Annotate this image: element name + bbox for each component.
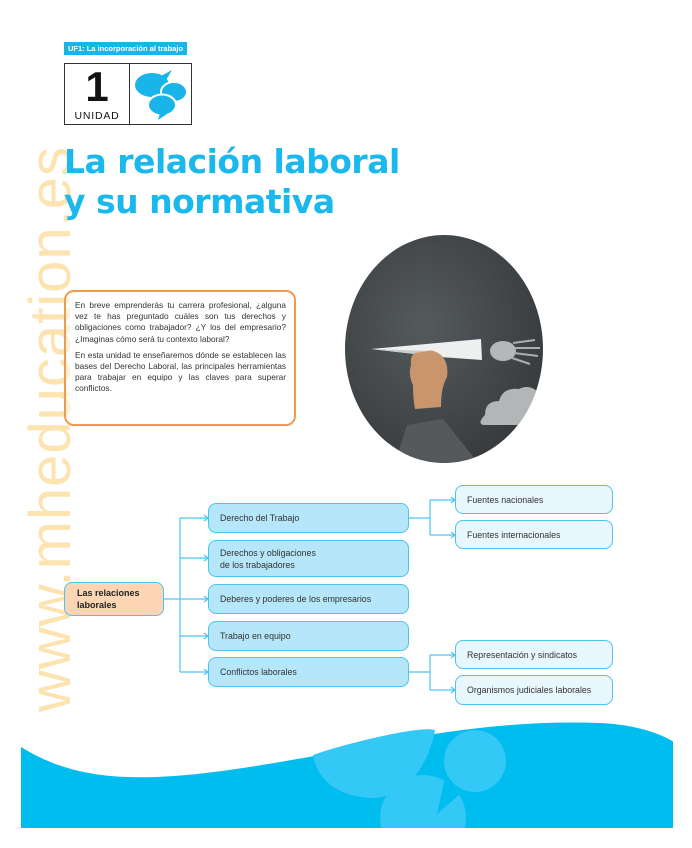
footer-speech-bubbles-icon <box>313 729 506 828</box>
unit-label: UNIDAD <box>74 110 120 122</box>
node-label-line-1: Derechos y obligaciones <box>220 547 316 558</box>
cover-photo <box>345 235 543 463</box>
unit-icon-cell <box>130 64 191 124</box>
concept-leaf-fuentes-internacionales: Fuentes internacionales <box>455 520 613 549</box>
intro-box: En breve emprenderás tu carrera profesio… <box>64 290 296 426</box>
concept-node-trabajo-equipo: Trabajo en equipo <box>208 621 409 651</box>
concept-leaf-organismos: Organismos judiciales laborales <box>455 675 613 705</box>
unit-number-cell: 1 UNIDAD <box>65 64 130 124</box>
concept-leaf-fuentes-nacionales: Fuentes nacionales <box>455 485 613 514</box>
root-label-line-1: Las relaciones <box>77 588 140 598</box>
intro-paragraph-2: En esta unidad te enseñaremos dónde se e… <box>75 349 286 394</box>
title-line-1: La relación laboral <box>64 142 400 181</box>
title-line-2: y su normativa <box>64 182 335 221</box>
concept-node-derecho-trabajo: Derecho del Trabajo <box>208 503 409 533</box>
concept-root: Las relaciones laborales <box>64 582 164 616</box>
concept-node-conflictos: Conflictos laborales <box>208 657 409 687</box>
page-title: La relación laboral y su normativa <box>64 142 400 222</box>
concept-node-deberes-poderes: Deberes y poderes de los empresarios <box>208 584 409 614</box>
speech-bubbles-icon <box>134 70 188 120</box>
root-label-line-2: laborales <box>77 600 117 610</box>
node-label-line-2: de los trabajadores <box>220 559 295 570</box>
footer-wave <box>21 722 673 828</box>
concept-node-derechos-obligaciones: Derechos y obligaciones de los trabajado… <box>208 540 409 577</box>
unit-tag: UF1: La incorporación al trabajo <box>64 42 188 55</box>
unit-number: 1 <box>85 63 109 110</box>
concept-leaf-representacion: Representación y sindicatos <box>455 640 613 669</box>
intro-paragraph-1: En breve emprenderás tu carrera profesio… <box>75 300 286 344</box>
unit-header-box: 1 UNIDAD <box>64 63 192 125</box>
paper-airplane-image <box>371 339 543 463</box>
